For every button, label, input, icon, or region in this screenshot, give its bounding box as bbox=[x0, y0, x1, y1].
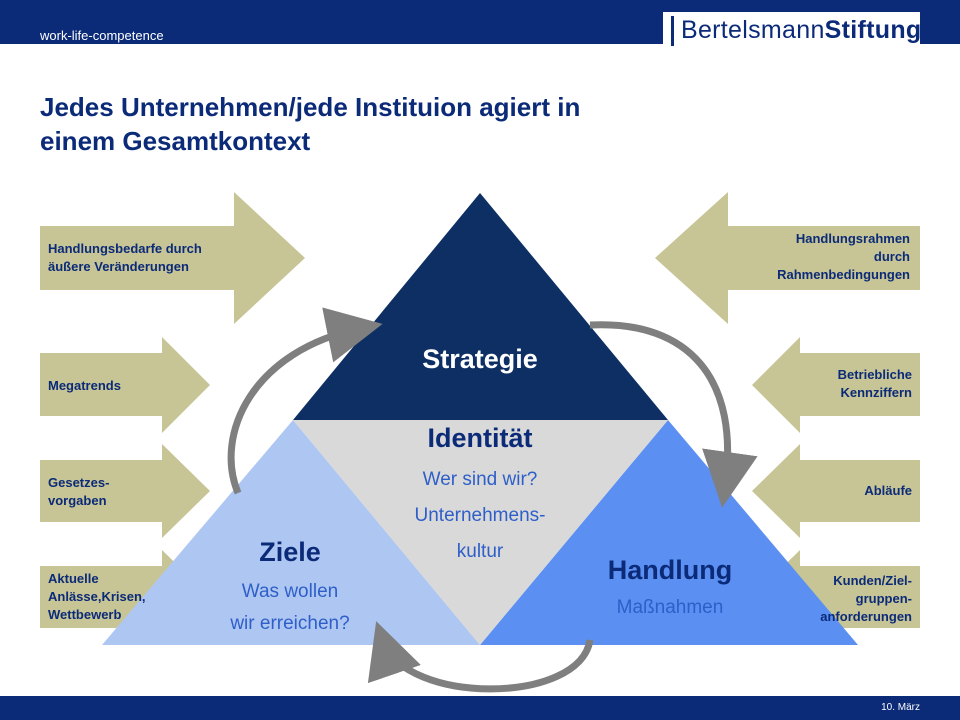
left-arrow-1 bbox=[40, 192, 305, 324]
right-arrow-2 bbox=[752, 337, 920, 433]
handlung-triangle bbox=[480, 420, 858, 645]
page-title: Jedes Unternehmen/jede Instituion agiert… bbox=[40, 90, 800, 158]
ziele-heading: Ziele bbox=[259, 537, 321, 567]
title-line-2: einem Gesamtkontext bbox=[40, 126, 311, 156]
strategie-triangle bbox=[293, 193, 668, 420]
left-arrow-2-label: Megatrends bbox=[48, 378, 121, 393]
identitaet-text: Wer sind wir? Unternehmens- kultur bbox=[414, 469, 546, 562]
left-arrow-2 bbox=[40, 337, 210, 433]
cycle-arrow-bottom bbox=[368, 621, 594, 693]
logo-divider bbox=[671, 16, 674, 46]
ziele-text: Was wollen wir erreichen? bbox=[230, 581, 350, 634]
right-arrow-1 bbox=[655, 192, 920, 324]
identitaet-triangle bbox=[293, 420, 668, 645]
logo-text: BertelsmannStiftung bbox=[681, 16, 922, 44]
cycle-arrow-left bbox=[227, 307, 383, 495]
cycle-arrow-right bbox=[589, 321, 758, 508]
bottom-bar bbox=[0, 696, 960, 720]
right-arrow-3-label: Abläufe bbox=[864, 483, 912, 498]
right-arrow-4-label: Kunden/Ziel-gruppen-anforderungen bbox=[820, 573, 912, 624]
footer-date: 10. März bbox=[881, 702, 920, 713]
right-arrow-3 bbox=[752, 444, 920, 538]
ziele-triangle bbox=[102, 420, 480, 645]
left-arrow-3 bbox=[40, 444, 210, 538]
handlung-text: Maßnahmen bbox=[616, 597, 724, 618]
handlung-heading: Handlung bbox=[607, 555, 733, 585]
identitaet-heading: Identität bbox=[427, 423, 533, 453]
title-line-1: Jedes Unternehmen/jede Instituion agiert… bbox=[40, 92, 581, 122]
left-arrow-3-label: Gesetzes-vorgaben bbox=[48, 475, 110, 508]
strategie-label: Strategie bbox=[422, 344, 538, 374]
header-subtitle: work-life-competence bbox=[40, 28, 164, 43]
bertelsmann-logo: BertelsmannStiftung bbox=[663, 12, 922, 48]
